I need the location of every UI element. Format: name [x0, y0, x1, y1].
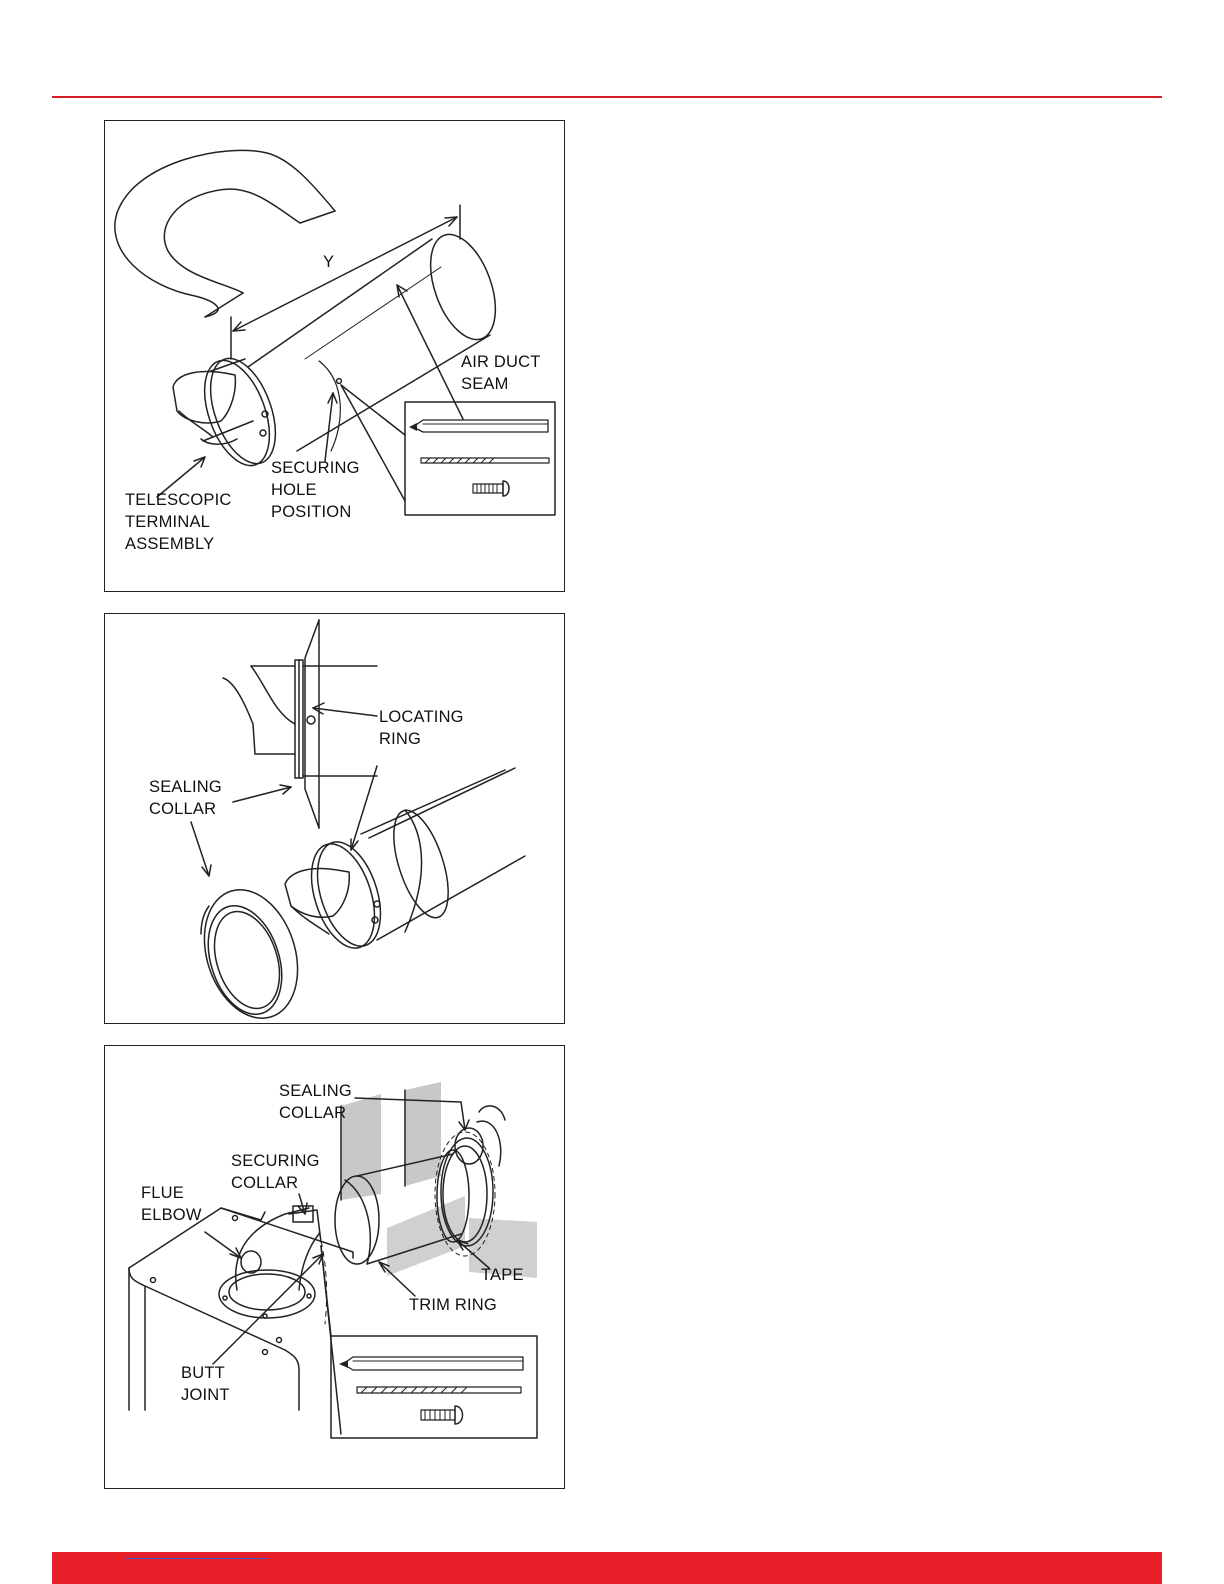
trim-ring-label: TRIM RING — [409, 1294, 497, 1316]
header-rule — [52, 96, 1162, 98]
tape-label: TAPE — [481, 1264, 524, 1286]
dimension-y-label: Y — [323, 251, 334, 273]
footer-bar — [52, 1552, 1162, 1584]
pencil-tip — [409, 423, 417, 431]
footer-link[interactable] — [126, 1558, 268, 1559]
pencil-tip — [339, 1360, 348, 1368]
